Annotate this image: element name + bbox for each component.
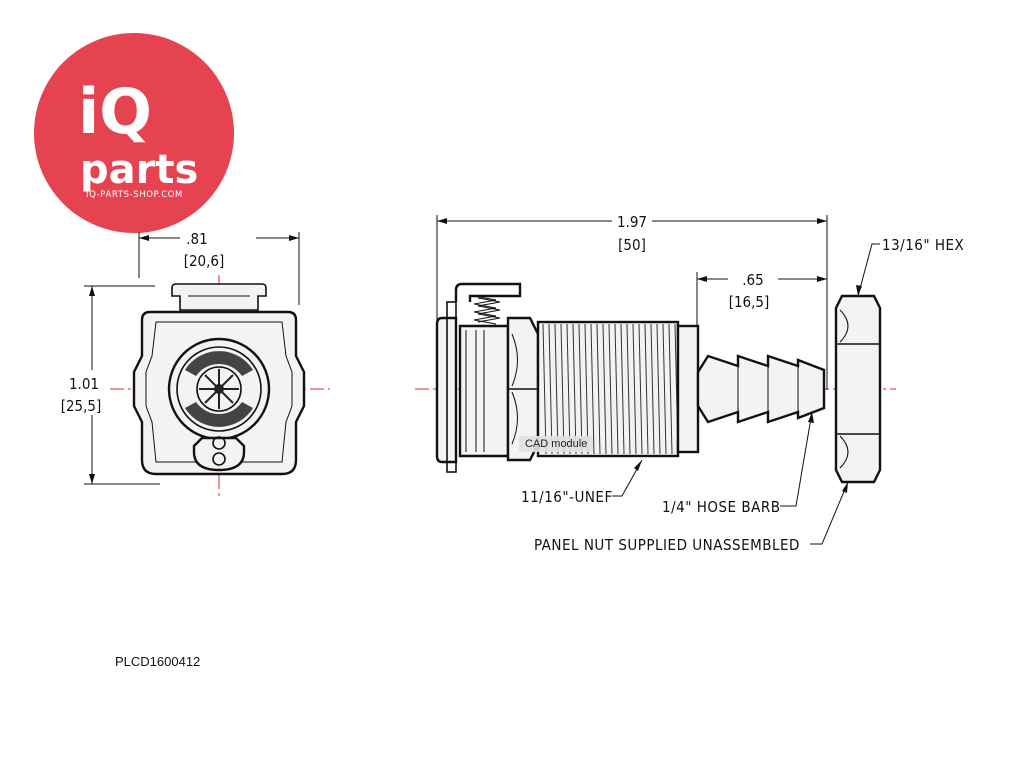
thread-line xyxy=(644,323,649,455)
thread-leader-arrow xyxy=(634,460,642,471)
barb-arrow-right xyxy=(817,276,827,282)
thread-line xyxy=(650,323,655,455)
valve-center-dot xyxy=(214,384,224,394)
thread-line xyxy=(662,323,667,455)
side-hose-barb xyxy=(696,354,826,424)
thread-line xyxy=(578,323,583,455)
height-mm-label: [25,5] xyxy=(61,397,102,415)
thread-line xyxy=(584,323,589,455)
panel-nut-curve-2 xyxy=(839,435,849,469)
thread-line xyxy=(632,323,637,455)
front-body-inner-outline xyxy=(145,321,293,463)
thread-line xyxy=(566,323,571,455)
thread-line xyxy=(626,323,631,455)
front-lock-tab xyxy=(192,436,246,472)
hex-leader-arrow xyxy=(856,285,862,296)
width-arrow-right xyxy=(289,235,299,241)
width-mm-label: [20,6] xyxy=(184,252,225,270)
panel-nut-curve-1 xyxy=(839,309,849,343)
thread-line xyxy=(560,323,565,455)
length-inch-label: 1.97 xyxy=(617,213,647,231)
barb-inch-label: .65 xyxy=(742,271,763,289)
valve-core xyxy=(196,366,242,412)
thread-line xyxy=(596,323,601,455)
lock-tab-hole-top xyxy=(212,436,226,450)
thread-callout: 11/16"-UNEF xyxy=(521,488,613,506)
side-hex-facet-top xyxy=(511,333,518,387)
cad-module-label: CAD module xyxy=(519,436,594,452)
iq-parts-logo: iQ parts IQ-PARTS-SHOP.COM xyxy=(34,33,234,233)
side-spring xyxy=(473,295,501,325)
barb-leader xyxy=(780,411,813,507)
panel-nut-callout: PANEL NUT SUPPLIED UNASSEMBLED xyxy=(534,536,800,554)
length-arrow-left xyxy=(437,218,447,224)
length-label-bg xyxy=(612,212,652,230)
part-number: PLCD1600412 xyxy=(115,654,200,669)
front-latch-tab xyxy=(171,283,267,311)
valve-middle-ring xyxy=(176,346,262,432)
side-panel-nut xyxy=(834,294,882,484)
thread-line xyxy=(602,323,607,455)
side-thread-lines xyxy=(542,323,679,455)
side-view: 1.97 [50] .65 [16,5] xyxy=(415,212,964,554)
thread-line xyxy=(542,323,547,455)
width-arrow-left xyxy=(139,235,149,241)
side-latch-arm xyxy=(454,282,522,302)
height-inch-label: 1.01 xyxy=(69,375,99,393)
panel-nut-leader xyxy=(810,481,849,545)
thread-line xyxy=(614,323,619,455)
barb-arrow-left xyxy=(697,276,707,282)
valve-upper-arc xyxy=(185,351,253,376)
valve-lower-arc xyxy=(185,402,253,427)
hex-callout: 13/16" HEX xyxy=(882,236,964,254)
side-shoulder xyxy=(676,324,700,454)
logo-circle xyxy=(34,33,234,233)
logo-iq-text: iQ xyxy=(78,75,152,148)
thread-line xyxy=(620,323,625,455)
logo-url-text: IQ-PARTS-SHOP.COM xyxy=(86,190,183,200)
width-inch-label: .81 xyxy=(186,230,207,248)
barb-mm-label: [16,5] xyxy=(729,293,770,311)
hex-leader xyxy=(857,243,880,297)
length-arrow-right xyxy=(817,218,827,224)
thread-line xyxy=(668,323,673,455)
barb-leader-arrow xyxy=(808,412,814,423)
thread-line xyxy=(590,323,595,455)
thread-line xyxy=(572,323,577,455)
thread-line xyxy=(554,323,559,455)
thread-line xyxy=(608,323,613,455)
thread-line xyxy=(656,323,661,455)
barb-callout: 1/4" HOSE BARB xyxy=(662,498,780,516)
height-arrow-top xyxy=(89,286,95,296)
side-hex-facet-bottom xyxy=(511,391,518,445)
front-view: .81 [20,6] 1.01 [25,5] xyxy=(61,230,330,500)
side-latch-plate xyxy=(446,301,457,473)
height-arrow-bottom xyxy=(89,474,95,484)
thread-leader xyxy=(612,459,643,497)
lock-tab-hole-bottom xyxy=(212,452,226,466)
panel-nut-leader-arrow xyxy=(842,482,848,493)
length-mm-label: [50] xyxy=(618,236,646,254)
thread-line xyxy=(548,323,553,455)
logo-parts-text: parts xyxy=(80,147,198,193)
thread-line xyxy=(638,323,643,455)
